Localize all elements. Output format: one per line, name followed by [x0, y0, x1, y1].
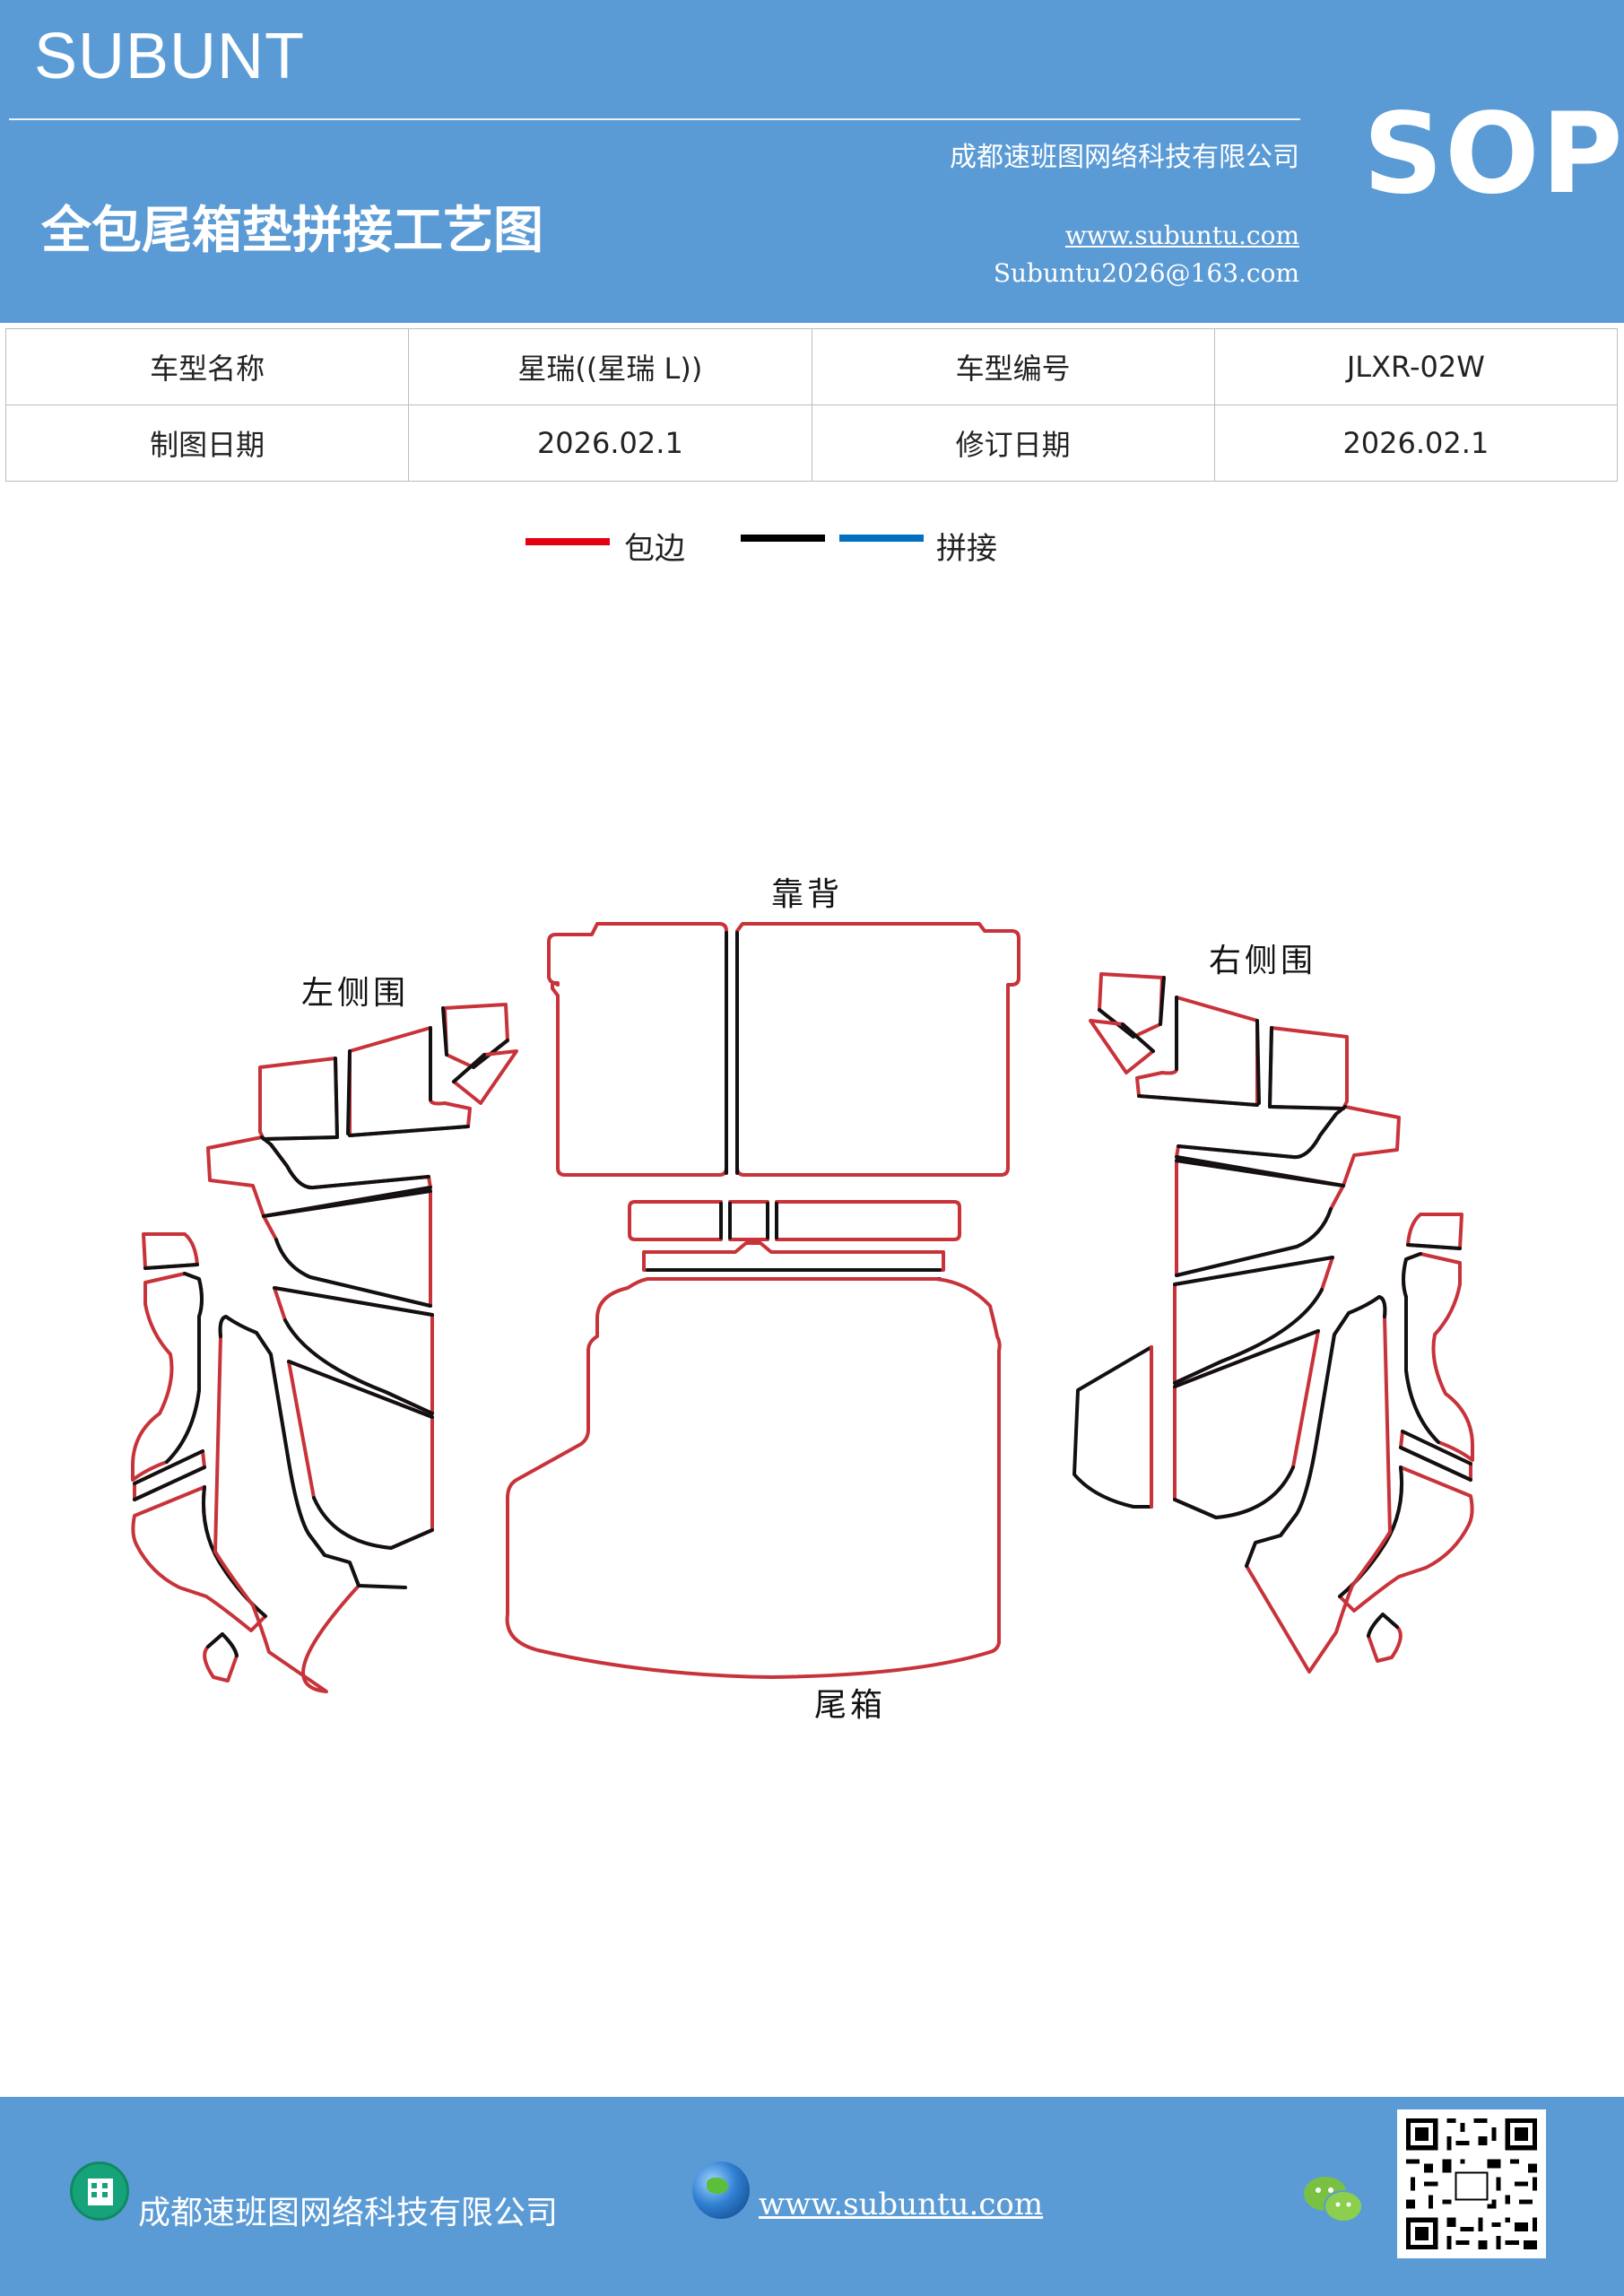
left-panel-l: [203, 1632, 239, 1683]
left-panel-d: [206, 1135, 432, 1218]
left-panel-i-seam: [165, 1272, 204, 1464]
globe-icon: [692, 2161, 750, 2219]
left-panel-f: [273, 1286, 434, 1415]
left-panel-m: [213, 1315, 360, 1693]
narrow-bar: [642, 1241, 945, 1272]
sop-badge: SOP: [1363, 90, 1624, 219]
backrest-left-panel: [547, 922, 728, 1177]
table-cell: 车型编号: [811, 328, 1215, 405]
left-panel-c-seam: [262, 1057, 339, 1141]
legend-swatch-seam-black: [741, 535, 825, 542]
table-cell: JLXR-02W: [1213, 328, 1619, 405]
line-legend: 包边 拼接: [0, 522, 1624, 576]
strip-seam: [719, 1202, 778, 1239]
left-panel-k-seam: [201, 1485, 267, 1618]
right-panel-h-seam: [1406, 1243, 1462, 1250]
right-panel-e-seam: [1175, 1159, 1345, 1277]
table-cell: 制图日期: [4, 404, 410, 482]
left-panel-top-a: [443, 1003, 509, 1069]
left-panel-b: [348, 1026, 472, 1137]
right-panel-c: [1268, 1026, 1349, 1110]
strip-left: [628, 1200, 723, 1241]
right-panel-top-b-seam: [1121, 1022, 1155, 1053]
right-panel-h: [1406, 1213, 1463, 1250]
left-panel-l-seam: [206, 1632, 239, 1657]
trunk-floor: [505, 1277, 1002, 1679]
footer-website-link[interactable]: www.subuntu.com: [759, 2187, 1044, 2222]
left-panel-k: [131, 1485, 267, 1632]
header-divider: [9, 118, 1300, 120]
company-name: 成都速班图网络科技有限公司: [950, 142, 1299, 173]
label-right: 右侧围: [1209, 943, 1317, 979]
left-panel-m-seam: [218, 1315, 407, 1589]
label-left: 左侧围: [301, 975, 410, 1012]
header-banner: SUBUNT 成都速班图网络科技有限公司 全包尾箱垫拼接工艺图 www.subu…: [0, 0, 1624, 323]
right-panel-i: [1402, 1252, 1474, 1462]
right-panel-f: [1173, 1256, 1334, 1385]
building-icon: [70, 2161, 129, 2221]
right-panel-b-seam: [1137, 996, 1261, 1107]
right-panel-i-seam: [1402, 1252, 1440, 1444]
table-cell: 修订日期: [811, 404, 1215, 482]
wechat-icon[interactable]: [1302, 2172, 1365, 2226]
strip-right: [775, 1200, 961, 1241]
table-row: 制图日期 2026.02.1 修订日期 2026.02.1: [4, 404, 1619, 482]
left-panel-i: [131, 1272, 204, 1482]
right-panel-d: [1175, 1105, 1401, 1187]
footer-company-name: 成都速班图网络科技有限公司: [138, 2195, 559, 2231]
label-back: 靠背: [771, 876, 844, 913]
right-panel-l-seam: [1367, 1613, 1399, 1638]
right-panel-m-seam: [1245, 1295, 1387, 1568]
right-panel-g-seam: [1173, 1329, 1320, 1519]
legend-label-edge: 包边: [624, 531, 685, 567]
left-panel-top-b-seam: [452, 1053, 486, 1083]
label-trunk: 尾箱: [814, 1687, 887, 1724]
right-panel-b: [1135, 996, 1259, 1107]
right-panel-k-seam: [1338, 1465, 1404, 1598]
legend-swatch-seam-blue: [839, 535, 924, 542]
brand-logo-text: SUBUNT: [34, 21, 306, 92]
left-panel-e-seam: [262, 1189, 432, 1308]
table-cell: 2026.02.1: [1213, 404, 1619, 482]
right-panel-f-seam: [1173, 1256, 1334, 1385]
mat-pieces-svg: [131, 922, 1474, 1693]
table-cell: 星瑞((星瑞 L)): [408, 328, 812, 405]
legend-swatch-edge: [525, 538, 610, 545]
qr-code: [1397, 2109, 1546, 2258]
right-panel-k: [1338, 1465, 1474, 1613]
right-panel-l: [1367, 1613, 1403, 1663]
left-panel-b-seam: [346, 1026, 470, 1137]
left-panel-f-seam: [273, 1286, 434, 1415]
strip-mid: [728, 1200, 769, 1241]
right-panel-n: [1073, 1345, 1153, 1509]
right-side-panels: [1073, 972, 1474, 1674]
left-panel-h-seam: [143, 1263, 199, 1270]
right-panel-j-seam: [1399, 1430, 1472, 1482]
right-panel-c-seam: [1268, 1026, 1345, 1110]
right-panel-m: [1245, 1295, 1392, 1674]
legend-label-seam: 拼接: [936, 531, 997, 567]
mat-layout-diagram: 靠背 左侧围 右侧围 尾箱: [0, 852, 1624, 1731]
left-panel-g-seam: [287, 1360, 434, 1550]
contact-email[interactable]: Subuntu2026@163.com: [993, 258, 1299, 288]
document-title: 全包尾箱垫拼接工艺图: [41, 202, 543, 260]
left-panel-j-seam: [133, 1449, 206, 1501]
footer-banner: 成都速班图网络科技有限公司 www.subuntu.com: [0, 2097, 1624, 2296]
website-link[interactable]: www.subuntu.com: [1064, 221, 1299, 250]
table-cell: 2026.02.1: [408, 404, 812, 482]
left-panel-c: [258, 1057, 339, 1141]
table-cell: 车型名称: [4, 328, 410, 405]
vehicle-info-table: 车型名称 星瑞((星瑞 L)) 车型编号 JLXR-02W 制图日期 2026.…: [4, 328, 1619, 482]
right-panel-top-a: [1098, 972, 1164, 1039]
backrest-right-panel: [735, 922, 1020, 1177]
table-row: 车型名称 星瑞((星瑞 L)) 车型编号 JLXR-02W: [4, 328, 1619, 405]
left-panel-h: [142, 1232, 199, 1270]
